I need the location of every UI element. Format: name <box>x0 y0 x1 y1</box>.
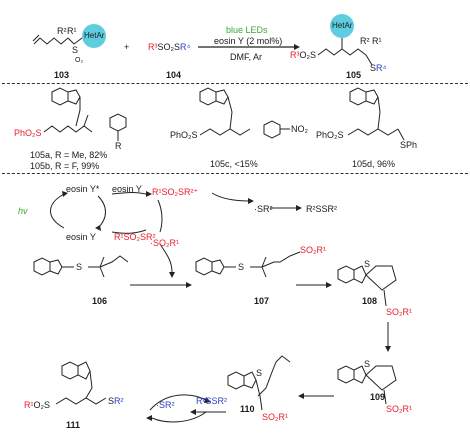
compound-105d-phso2: PhO₂S <box>316 130 344 140</box>
cycle-arc-right2 <box>111 229 147 234</box>
compound-105-r1-label: R¹ <box>372 36 382 46</box>
cycle-arc-mid <box>97 195 106 229</box>
compound-107-structure <box>195 251 301 278</box>
compound-111-r1o2s: R¹O₂S <box>24 400 50 410</box>
compound-108-structure <box>337 265 397 307</box>
disulfide-2: R²SSR² <box>196 396 227 406</box>
compound-103-r2-label: R² <box>57 26 67 36</box>
compound-108-id: 108 <box>362 296 378 306</box>
compound-109-structure <box>337 365 397 405</box>
compound-105c-label: 105c, <15% <box>210 159 258 169</box>
compound-105ab-structure <box>43 87 127 141</box>
compound-105ab-phso2: PhO₂S <box>14 128 42 138</box>
compound-106-s: S <box>76 262 83 272</box>
eosin-excited: eosin Y* <box>66 184 100 194</box>
compound-111-structure <box>55 361 107 405</box>
compound-105b-label: 105b, R = F, 99% <box>30 161 100 171</box>
compound-105c-no2: NO₂ <box>291 124 308 134</box>
hv-label: hν <box>18 206 28 216</box>
compound-110-id: 110 <box>240 404 255 414</box>
compound-111-sr2: SR² <box>108 396 124 406</box>
compound-103-id: 103 <box>54 70 70 80</box>
compound-104-id: 104 <box>166 70 182 80</box>
compound-103-r1-label: R¹ <box>67 26 77 36</box>
compound-109-so2r1: SO₂R¹ <box>386 404 412 414</box>
compound-105ab-r: R <box>115 141 122 151</box>
compound-108-so2r1: SO₂R¹ <box>386 307 412 317</box>
compound-110-so2r1: SO₂R¹ <box>262 412 288 422</box>
thiyl-radical: ·SR² <box>254 204 273 214</box>
sulfonyl-cation: R¹SO₂SR²⁺ <box>152 187 199 197</box>
divider-bottom <box>2 173 468 174</box>
compound-103-structure <box>32 24 106 48</box>
compound-108-s: S <box>364 259 371 269</box>
condition-catalyst: eosin Y (2 mol%) <box>214 36 283 46</box>
compound-109-s: S <box>364 359 371 369</box>
disulfide: R²SSR² <box>306 204 337 214</box>
compound-103-o2-label: O₂ <box>75 57 84 64</box>
cycle-arc-left <box>50 193 65 229</box>
compound-105-structure <box>317 14 373 66</box>
compound-106-id: 106 <box>92 296 108 306</box>
compound-105c-phso2: PhO₂S <box>170 130 198 140</box>
reagent-104-formula: R³SO₂SR⁴ <box>148 42 191 52</box>
sulfonyl-radical: ·SO₂R¹ <box>150 238 179 248</box>
compound-105c-structure <box>199 87 290 139</box>
condition-solvent: DMF, Ar <box>230 52 263 62</box>
compound-111-id: 111 <box>66 420 81 430</box>
divider-top <box>2 83 468 84</box>
compound-110-structure <box>227 355 291 411</box>
compound-105d-structure <box>347 87 405 141</box>
compound-107-so2r1: SO₂R¹ <box>300 245 326 255</box>
compound-107-s: S <box>238 262 245 272</box>
plus-sign: + <box>124 42 130 52</box>
compound-103-sulfur-label: S <box>72 45 79 55</box>
compound-105-sr4: SR⁴ <box>370 63 387 73</box>
compound-107-id: 107 <box>254 296 270 306</box>
compound-105-r3o2s: R³O₂S <box>290 50 316 60</box>
eosin-radical-cation: eosin Y <box>112 184 142 194</box>
thiyl-radical-2: ·SR² <box>156 400 175 410</box>
cycle-arc-right <box>111 192 147 195</box>
eosin-ground: eosin Y <box>66 232 96 242</box>
compound-105a-label: 105a, R = Me, 82% <box>30 150 108 160</box>
compound-110-s: S <box>256 368 263 378</box>
compound-105d-sph: SPh <box>400 140 418 150</box>
compound-103-hetar-label: HetAr <box>84 31 105 40</box>
compound-105-id: 105 <box>346 70 362 80</box>
sulfonyl-reagent: R¹SO₂SR² <box>114 232 156 242</box>
compound-105d-label: 105d, 96% <box>352 159 396 169</box>
condition-light: blue LEDs <box>226 25 268 35</box>
compound-105-hetar-label: HetAr <box>332 21 353 30</box>
compound-106-structure <box>33 255 129 278</box>
compound-109-id: 109 <box>370 392 386 402</box>
compound-105-r2-label: R² <box>360 36 370 46</box>
